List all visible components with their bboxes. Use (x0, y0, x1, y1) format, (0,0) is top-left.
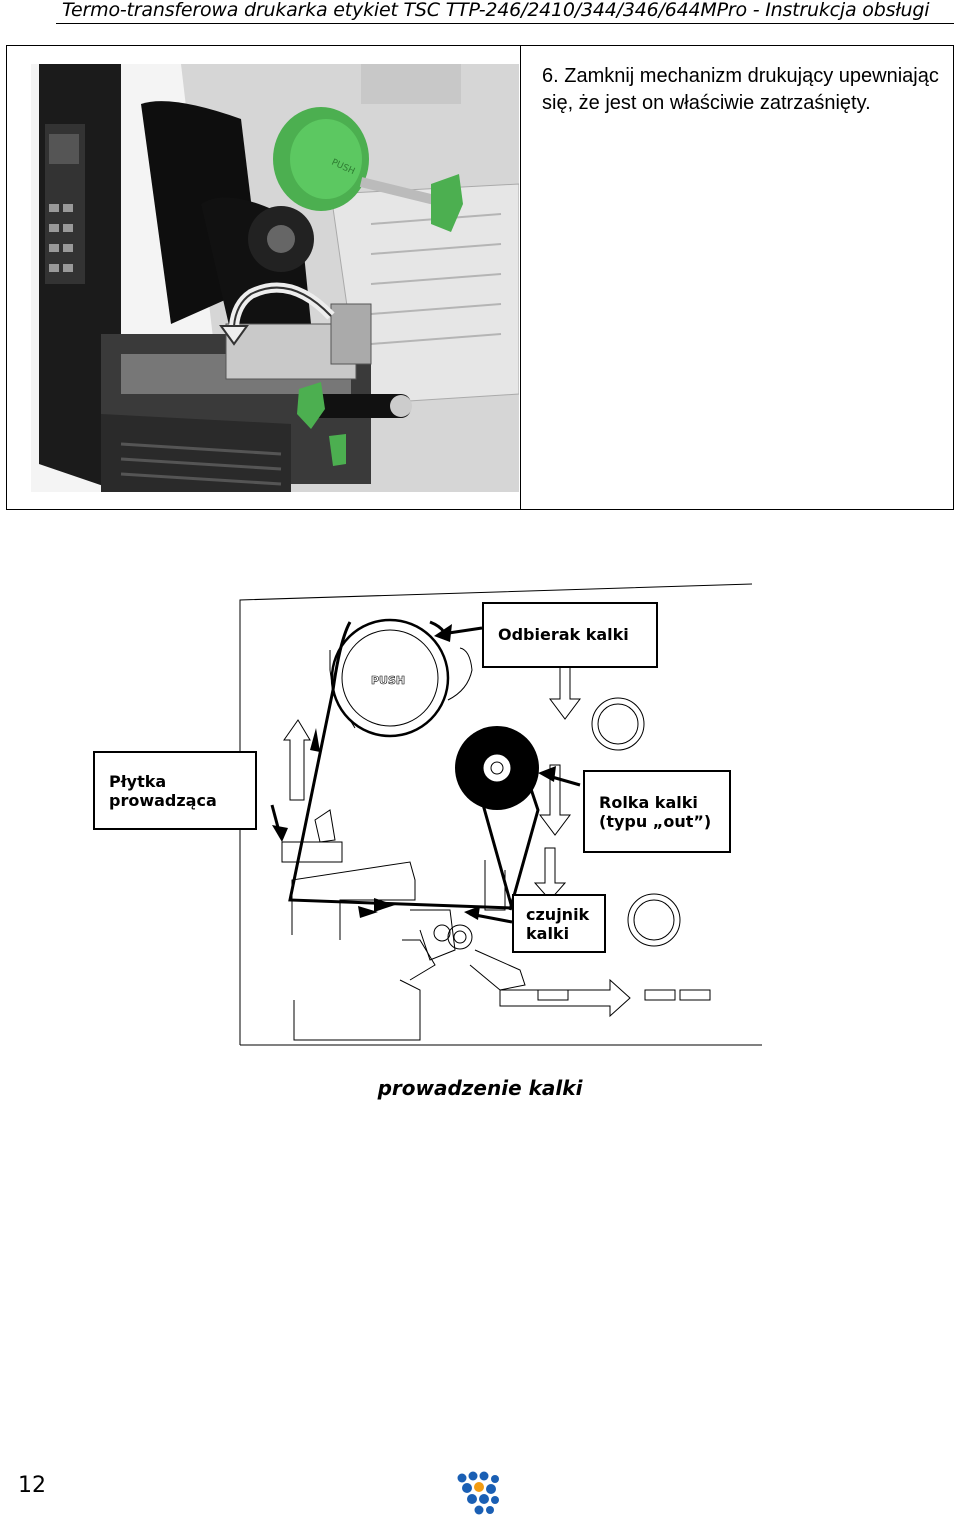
label-ribbon-sensor: czujnik kalki (512, 894, 606, 953)
header-title: Termo-transferowa drukarka etykiet TSC T… (62, 0, 930, 21)
diagram-caption: prowadzenie kalki (377, 1076, 583, 1100)
label-ribbon-sensor-line1: czujnik (526, 905, 590, 924)
ribbon-path-drawing: PUSH (239, 583, 762, 1046)
label-guide-plate-line1: Płytka (109, 772, 167, 791)
step-6-instruction: 6. Zamknij mechanizm drukujący upewniają… (542, 65, 939, 114)
page-number: 12 (18, 1473, 46, 1498)
ribbon-path-diagram: PUSH Odbierak kalki Płytka prowadząca Ro… (93, 580, 780, 1050)
label-guide-plate: Płytka prowadząca (93, 751, 257, 830)
label-ribbon-takeup: Odbierak kalki (482, 602, 658, 668)
label-ribbon-supply-line2: (typu „out”) (599, 812, 712, 831)
page-header: Termo-transferowa drukarka etykiet TSC T… (0, 0, 960, 24)
diagram-push-text: PUSH (371, 674, 405, 687)
company-logo (457, 1471, 499, 1515)
instruction-table: PUSH 6. Zamknij mechanizm drukujący upew… (6, 45, 954, 510)
label-ribbon-takeup-text: Odbierak kalki (498, 625, 629, 644)
table-divider (520, 46, 521, 509)
label-ribbon-supply-line1: Rolka kalki (599, 793, 698, 812)
label-guide-plate-line2: prowadząca (109, 791, 217, 810)
label-ribbon-supply: Rolka kalki (typu „out”) (583, 770, 731, 853)
header-rule (56, 23, 954, 24)
printer-photo: PUSH (31, 64, 519, 492)
label-ribbon-sensor-line2: kalki (526, 924, 570, 943)
